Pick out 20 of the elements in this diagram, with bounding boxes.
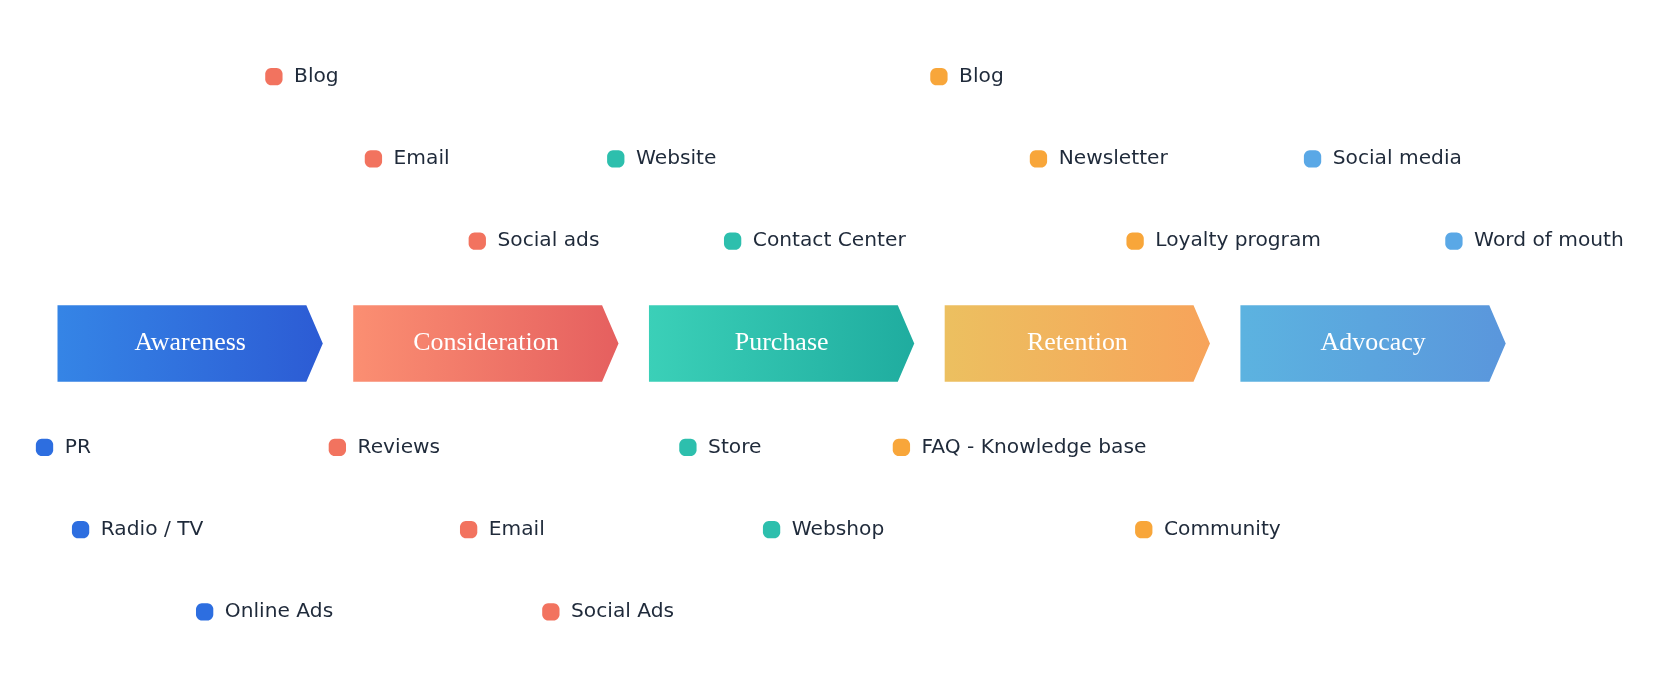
label: Social ads [497, 227, 600, 252]
label: Social media [1332, 145, 1462, 170]
label: Reviews [357, 433, 441, 458]
label: Website [635, 145, 717, 170]
label: Loyalty program [1155, 227, 1321, 252]
label: FAQ - Knowledge base [921, 433, 1147, 458]
label: Blog [294, 62, 339, 87]
label: Blog [959, 62, 1004, 87]
label: Radio / TV [100, 515, 204, 540]
label: Email [393, 145, 450, 170]
label: Word of mouth [1474, 227, 1624, 252]
label: Social Ads [571, 598, 675, 623]
label: Online Ads [224, 598, 334, 623]
label: Newsletter [1058, 145, 1168, 170]
label: PR [64, 433, 91, 458]
label: Contact Center [752, 227, 906, 252]
label: Store [708, 433, 762, 458]
label: Community [1163, 515, 1281, 540]
label: Webshop [791, 515, 885, 540]
label: Email [488, 515, 545, 540]
